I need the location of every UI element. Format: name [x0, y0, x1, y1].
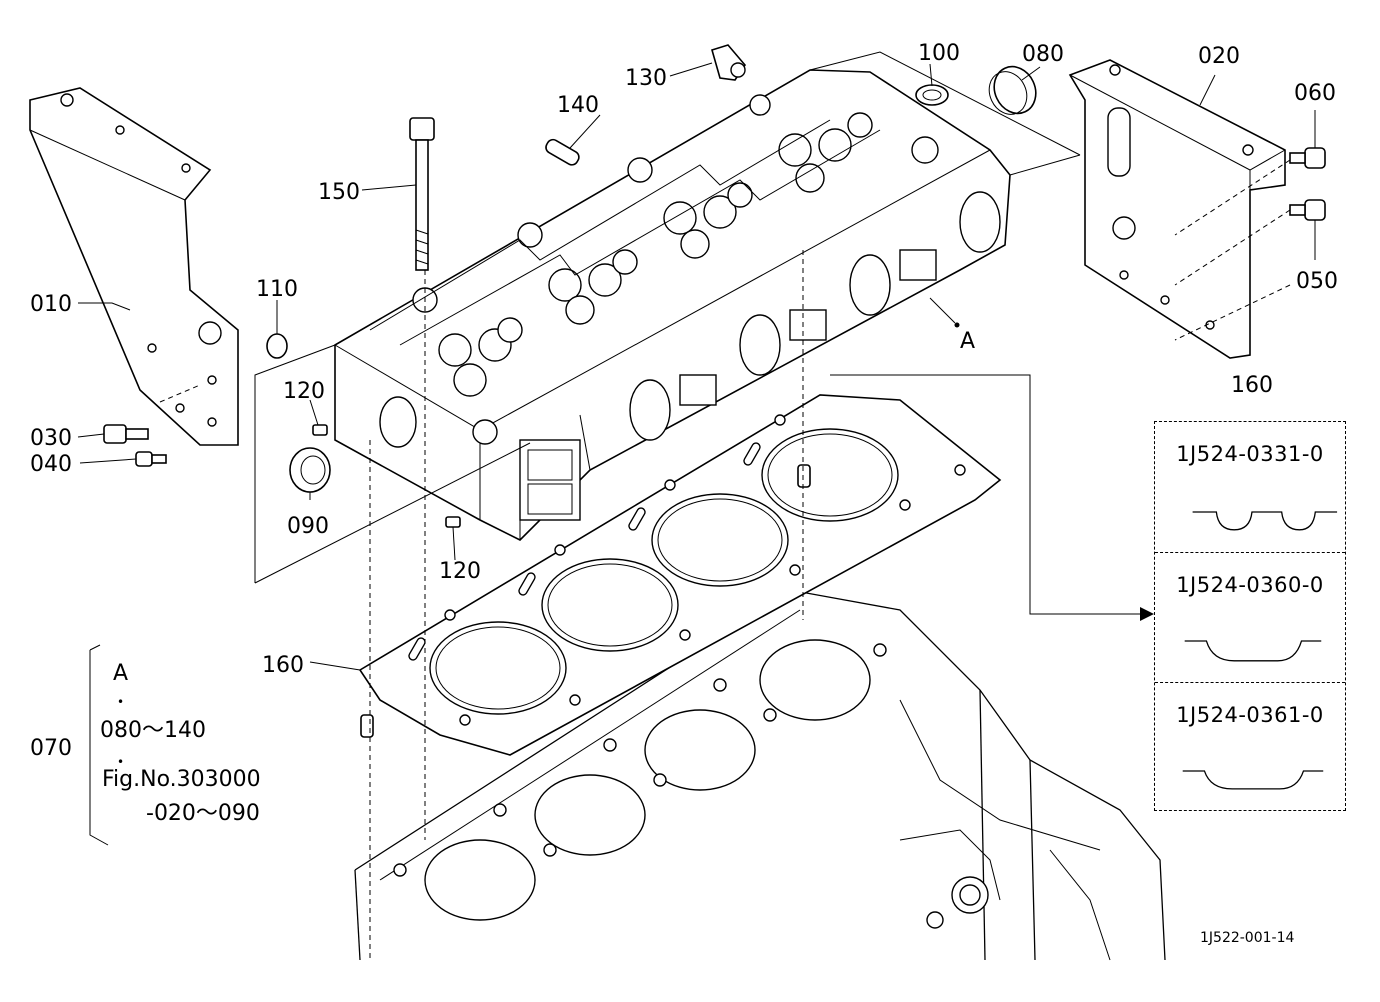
kit-line-3: Fig.No.303000	[102, 767, 261, 792]
kit-line-2: 080～140	[100, 718, 206, 743]
callout-160-gasket: 160	[262, 653, 304, 678]
head-gasket	[358, 394, 1002, 756]
drawing-id: 1J522-001-14	[1200, 930, 1295, 946]
seal-100	[915, 84, 949, 106]
variant-cell-3: 1J524-0361-0	[1155, 682, 1345, 812]
gasket-variant-box: 1J524-0331-0 1J524-0360-0 1J524-0361-0	[1154, 421, 1346, 811]
plug-130	[711, 44, 747, 81]
engine-hanger-rear	[1068, 59, 1286, 359]
callout-010: 010	[30, 292, 72, 317]
oil-seal-090	[289, 447, 331, 493]
point-a-label: A	[960, 329, 975, 354]
callout-120a: 120	[283, 379, 325, 404]
cylinder-head	[334, 69, 1011, 541]
callout-labels: 010 020 030 040 050 060 080 090 100 110 …	[30, 41, 1338, 678]
callout-110: 110	[256, 277, 298, 302]
plug-110	[266, 333, 288, 359]
leader-lines	[77, 51, 1316, 846]
callout-020: 020	[1198, 44, 1240, 69]
plug-120a	[312, 424, 328, 436]
engine-block	[354, 589, 1166, 961]
callout-120b: 120	[439, 559, 481, 584]
callout-160-variants: 160	[1231, 373, 1273, 398]
variant-code-1: 1J524-0331-0	[1176, 442, 1324, 466]
bolt-060	[1289, 147, 1326, 169]
variant-profile-2-icon	[1184, 640, 1322, 662]
bolt-050	[1289, 199, 1326, 221]
bolt-030	[103, 424, 149, 444]
callout-090: 090	[287, 514, 329, 539]
callout-030: 030	[30, 426, 72, 451]
callout-060: 060	[1294, 81, 1336, 106]
engine-hanger-front	[29, 87, 239, 446]
callout-150: 150	[318, 180, 360, 205]
head-bolt	[409, 117, 435, 271]
cap-080	[988, 65, 1037, 115]
callout-130: 130	[625, 66, 667, 91]
valve-ports	[412, 94, 939, 397]
plug-120b	[445, 516, 461, 528]
callout-100: 100	[918, 41, 960, 66]
variant-profile-1-icon	[1192, 511, 1338, 531]
kit-line-1: A	[113, 661, 129, 686]
callout-140: 140	[557, 93, 599, 118]
callout-050: 050	[1296, 269, 1338, 294]
kit-dot-2: •	[117, 755, 125, 769]
variant-cell-2: 1J524-0360-0	[1155, 552, 1345, 682]
callout-080: 080	[1022, 42, 1064, 67]
variant-code-3: 1J524-0361-0	[1176, 703, 1324, 727]
callout-040: 040	[30, 452, 72, 477]
dowel-pin	[545, 138, 580, 166]
assembly-center-lines	[159, 159, 1291, 960]
variant-code-2: 1J524-0360-0	[1176, 573, 1324, 597]
kit-dot-1: •	[117, 695, 125, 709]
point-a-marker	[954, 322, 960, 328]
variant-cell-1: 1J524-0331-0	[1155, 422, 1345, 552]
kit-line-4: -020～090	[146, 801, 260, 826]
variant-profile-3-icon	[1182, 770, 1324, 790]
kit-number: 070	[30, 736, 72, 761]
bolt-040	[135, 451, 167, 467]
